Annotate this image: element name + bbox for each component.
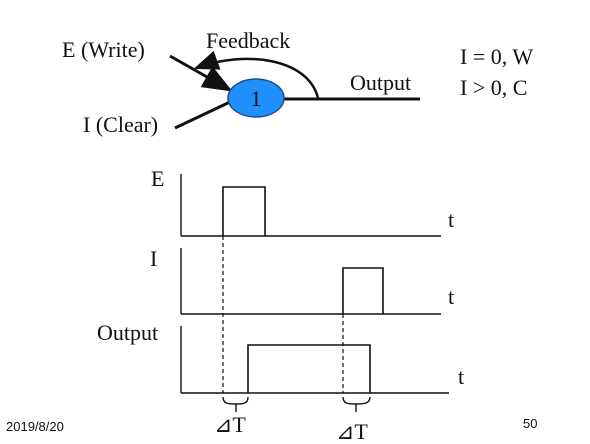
- output-pulse: [247, 344, 371, 393]
- clear-input-line: [174, 100, 231, 130]
- output-axis-label: Output: [97, 320, 158, 345]
- delay-brace-1: [222, 396, 249, 412]
- delay-brace-2: [342, 396, 371, 412]
- feedback-arc: [193, 50, 320, 99]
- slide-number: 50: [523, 416, 537, 431]
- neuron-node: [227, 78, 285, 118]
- i-axis-label: I: [150, 246, 157, 271]
- i-pulse: [342, 267, 384, 314]
- e-axis-label: E: [151, 166, 164, 191]
- write-input-arrow: [169, 54, 233, 92]
- rule-line-1: I = 0, W: [460, 44, 533, 69]
- e-time-label: t: [448, 207, 454, 232]
- delay-label-2: ⊿T: [336, 419, 368, 444]
- delay-label-1: ⊿T: [214, 412, 246, 437]
- slide-date: 2019/8/20: [6, 419, 64, 434]
- neuron-threshold: 1: [251, 86, 262, 111]
- e-pulse: [222, 186, 266, 236]
- output-label: Output: [350, 70, 411, 95]
- i-time-label: t: [448, 284, 454, 309]
- rule-line-2: I > 0, C: [460, 75, 527, 100]
- input-write-label: E (Write): [62, 37, 145, 62]
- input-clear-label: I (Clear): [83, 112, 158, 137]
- feedback-label: Feedback: [206, 28, 290, 53]
- output-time-label: t: [458, 364, 464, 389]
